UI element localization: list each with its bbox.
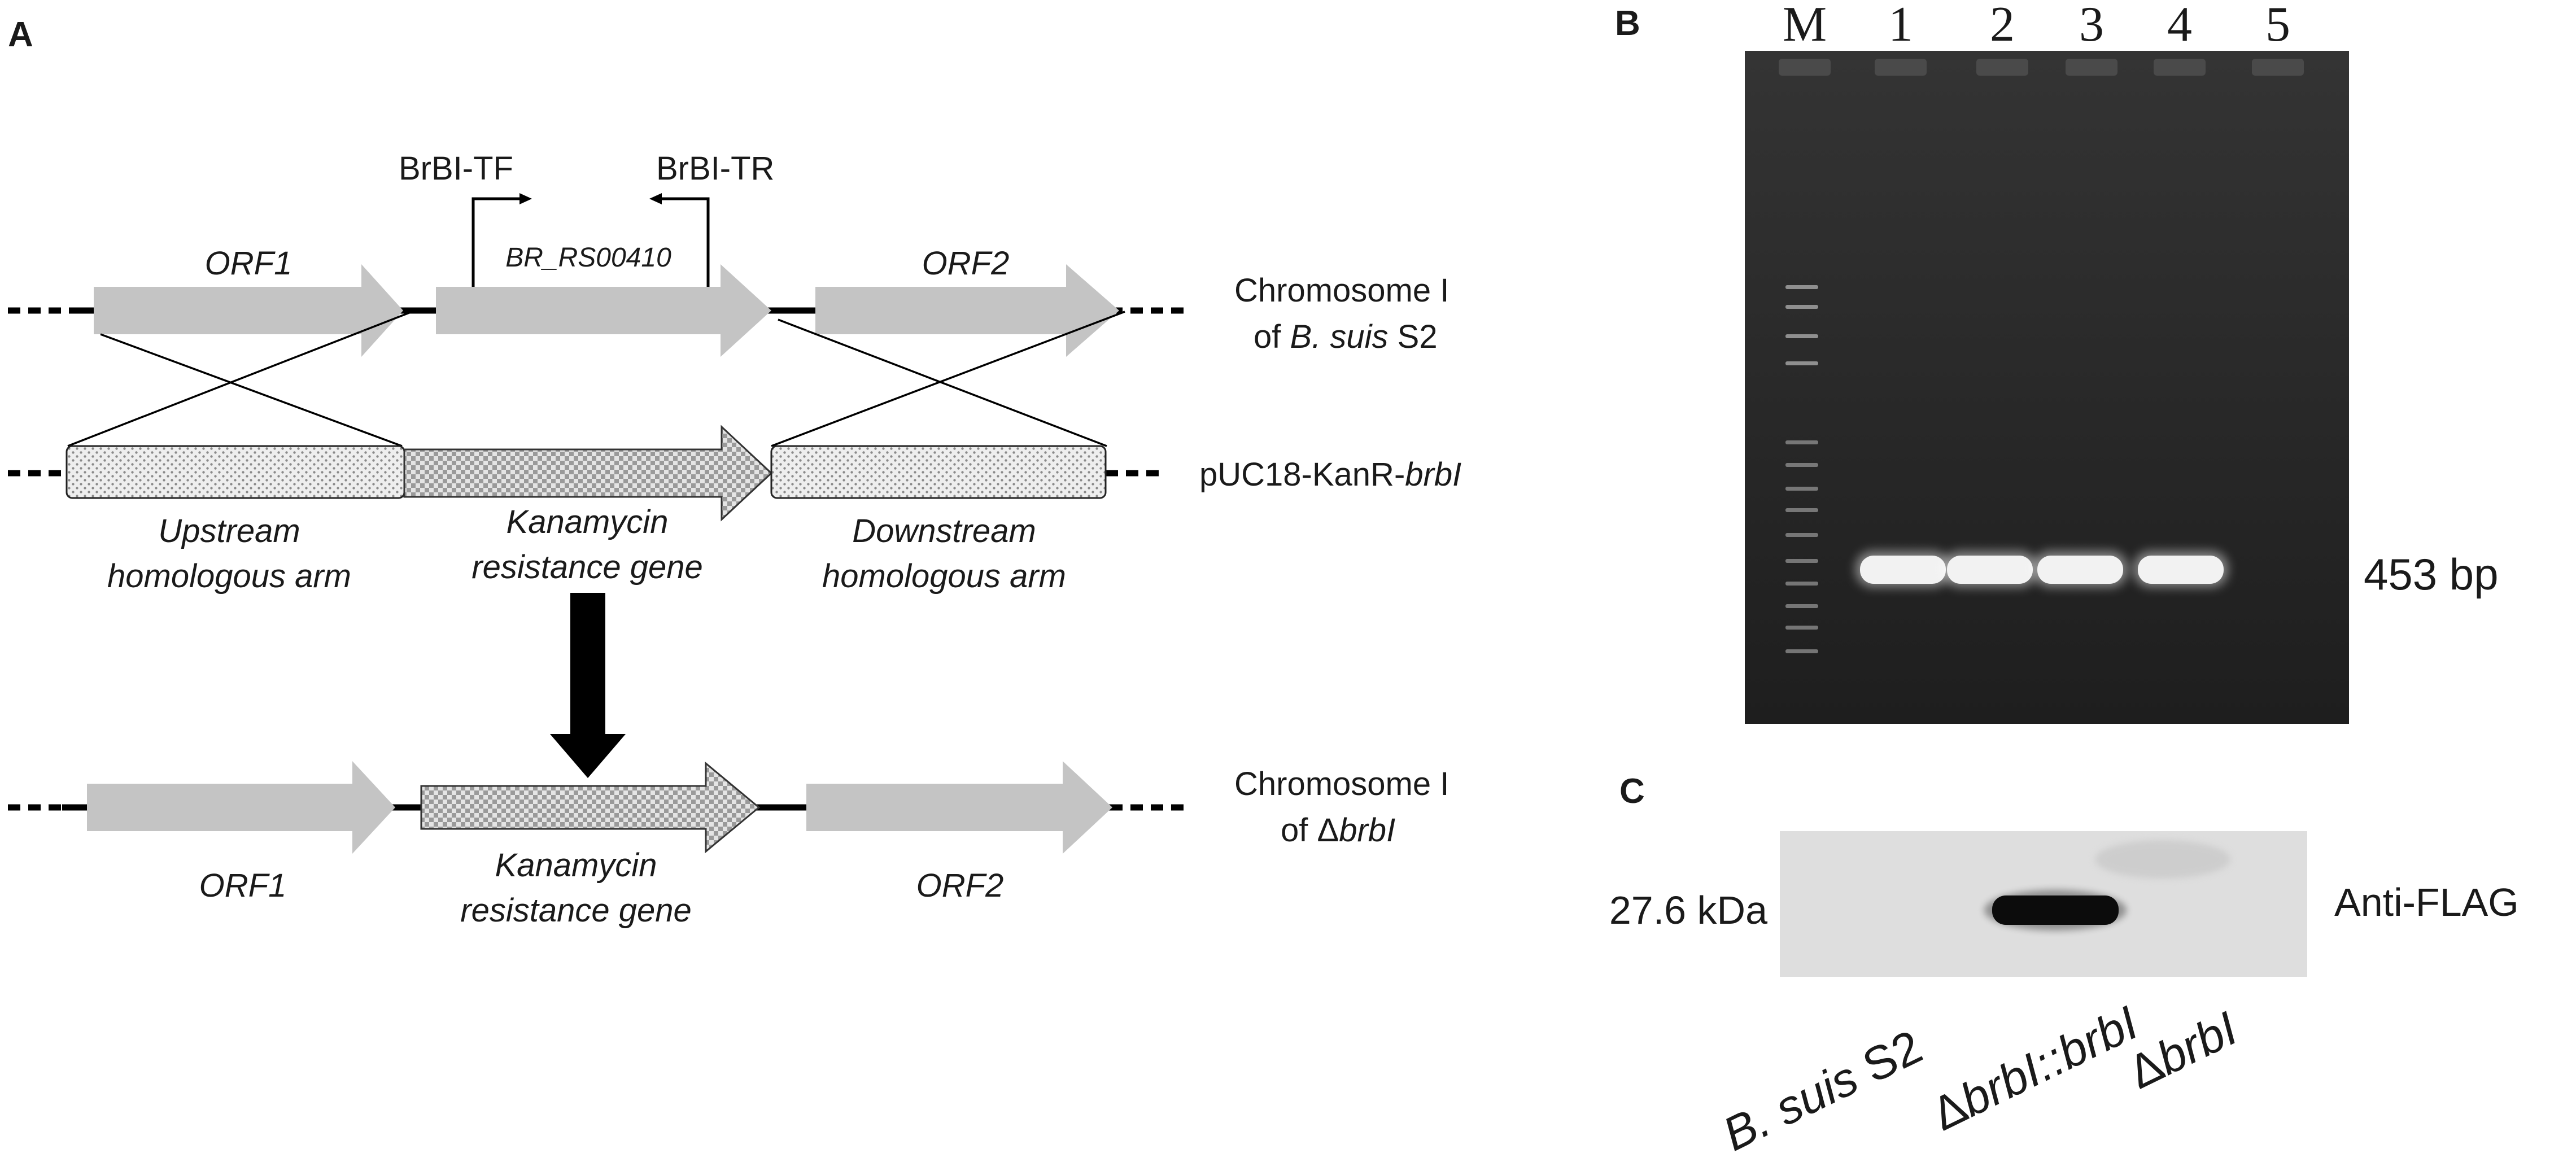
primer-reverse: BrBI-TR: [649, 150, 774, 294]
mutant-kanamycin-arrow: [420, 761, 761, 854]
sample-label-0: B. suis S2: [1715, 1020, 1930, 1161]
upstream-arm-label-line2: homologous arm: [107, 558, 351, 595]
ladder-band: [1785, 305, 1818, 309]
panel-a-label: A: [8, 15, 33, 54]
plasmid-track: pUC18-KanR-brbI Upstream homologous arm …: [8, 425, 1461, 595]
mutant-chromosome-label-line1: Chromosome I: [1234, 766, 1449, 802]
pcr-band-lane-3: [2033, 551, 2128, 587]
lane-label-5: 5: [2265, 0, 2290, 52]
mutant-chromosome-track: ORF1 Kanamycin resistance gene ORF2 Chro…: [8, 761, 1449, 929]
blot-smudge: [2095, 840, 2230, 879]
ladder-band: [1785, 487, 1818, 491]
agarose-gel: [1745, 51, 2349, 724]
ladder-band: [1785, 285, 1818, 289]
antibody-label: Anti-FLAG: [2334, 880, 2519, 924]
downstream-homologous-arm: [770, 445, 1107, 499]
chromosome-label-line2: of B. suis S2: [1254, 318, 1438, 355]
pcr-band-lane-4: [2133, 551, 2228, 587]
lane-label-4: 4: [2167, 0, 2192, 52]
orf2-gene-arrow: [815, 264, 1119, 357]
panel-c: C 27.6 kDa Anti-FLAG B. suis S2ΔbrbI::br…: [1609, 772, 2519, 1161]
pcr-band-lane-1: [1855, 551, 1950, 587]
gel-well-0: [1779, 59, 1831, 76]
gel-well-5: [2252, 59, 2304, 76]
plasmid-label: pUC18-KanR-brbI: [1199, 456, 1461, 493]
orf2-label: ORF2: [922, 245, 1010, 282]
blot-bands: [1984, 890, 2127, 931]
ladder-band: [1785, 604, 1818, 608]
molecular-weight-label: 27.6 kDa: [1609, 888, 1767, 932]
upstream-homologous-arm: [66, 445, 405, 499]
gel-well-2: [1976, 59, 2028, 76]
sample-label-1: ΔbrbI::brbI: [1924, 996, 2146, 1141]
lane-label-1: 1: [1888, 0, 1913, 52]
ladder-band: [1785, 508, 1818, 512]
kanamycin-label-line1: Kanamycin: [507, 504, 669, 540]
panel-a: A BrBI-TF BrBI-TR ORF1 BR_RS00410 ORF2 C…: [8, 15, 1461, 929]
mutant-orf1-label: ORF1: [199, 867, 287, 904]
blot-band-1: [1984, 890, 2127, 931]
kanamycin-cassette-arrow: [403, 425, 773, 522]
ladder-band: [1785, 559, 1818, 563]
ladder-band: [1785, 440, 1818, 444]
downstream-arm-label-line2: homologous arm: [822, 558, 1066, 595]
mutant-chromosome-label-line2: of ΔbrbI: [1281, 812, 1395, 849]
downstream-arm-label-line1: Downstream: [852, 513, 1036, 549]
target-gene-label: BR_RS00410: [505, 243, 671, 273]
ladder-band: [1785, 361, 1818, 365]
ladder-band: [1785, 626, 1818, 630]
gel-wells: [1779, 59, 2304, 76]
gel-well-3: [2066, 59, 2117, 76]
primer-forward-label: BrBI-TF: [399, 150, 513, 187]
mutant-orf2-label: ORF2: [916, 867, 1004, 904]
ladder-band: [1785, 649, 1818, 653]
mutant-orf1-arrow: [87, 761, 395, 854]
orf1-gene-arrow: [94, 264, 403, 357]
gel-well-1: [1875, 59, 1927, 76]
dna-ladder: [1785, 285, 1818, 653]
wildtype-chromosome-track: ORF1 BR_RS00410 ORF2 Chromosome I of B. …: [8, 243, 1449, 357]
panel-b-label: B: [1615, 4, 1640, 43]
ladder-band: [1785, 463, 1818, 467]
recombination-down-arrow: [550, 593, 626, 778]
panel-b: B M 1 2 3 4 5 453 bp: [1615, 0, 2499, 724]
mutant-orf2-arrow: [806, 761, 1112, 854]
gel-well-4: [2154, 59, 2206, 76]
primer-forward: BrBI-TF: [399, 150, 532, 294]
ladder-band: [1785, 582, 1818, 586]
gel-bands: [1855, 551, 2228, 587]
ladder-band: [1785, 533, 1818, 537]
lane-label-3: 3: [2079, 0, 2104, 52]
ladder-band: [1785, 334, 1818, 338]
sample-label-2: ΔbrbI: [2120, 1002, 2246, 1099]
chromosome-label-line1: Chromosome I: [1234, 272, 1449, 309]
kanamycin-label-line2: resistance gene: [471, 549, 702, 586]
gel-lane-labels: M 1 2 3 4 5: [1783, 0, 2290, 52]
orf1-label: ORF1: [205, 245, 292, 282]
lane-label-0: M: [1783, 0, 1827, 52]
mutant-kanamycin-label-line1: Kanamycin: [495, 847, 657, 884]
primer-reverse-label: BrBI-TR: [656, 150, 774, 187]
homologous-recombination-lines: [67, 308, 1125, 447]
panel-c-label: C: [1619, 772, 1645, 811]
band-size-label: 453 bp: [2364, 549, 2499, 599]
mutant-kanamycin-label-line2: resistance gene: [460, 892, 691, 929]
brbi-gene-arrow: [436, 264, 771, 357]
pcr-band-lane-2: [1942, 551, 2037, 587]
lane-label-2: 2: [1990, 0, 2015, 52]
upstream-arm-label-line1: Upstream: [158, 513, 300, 549]
